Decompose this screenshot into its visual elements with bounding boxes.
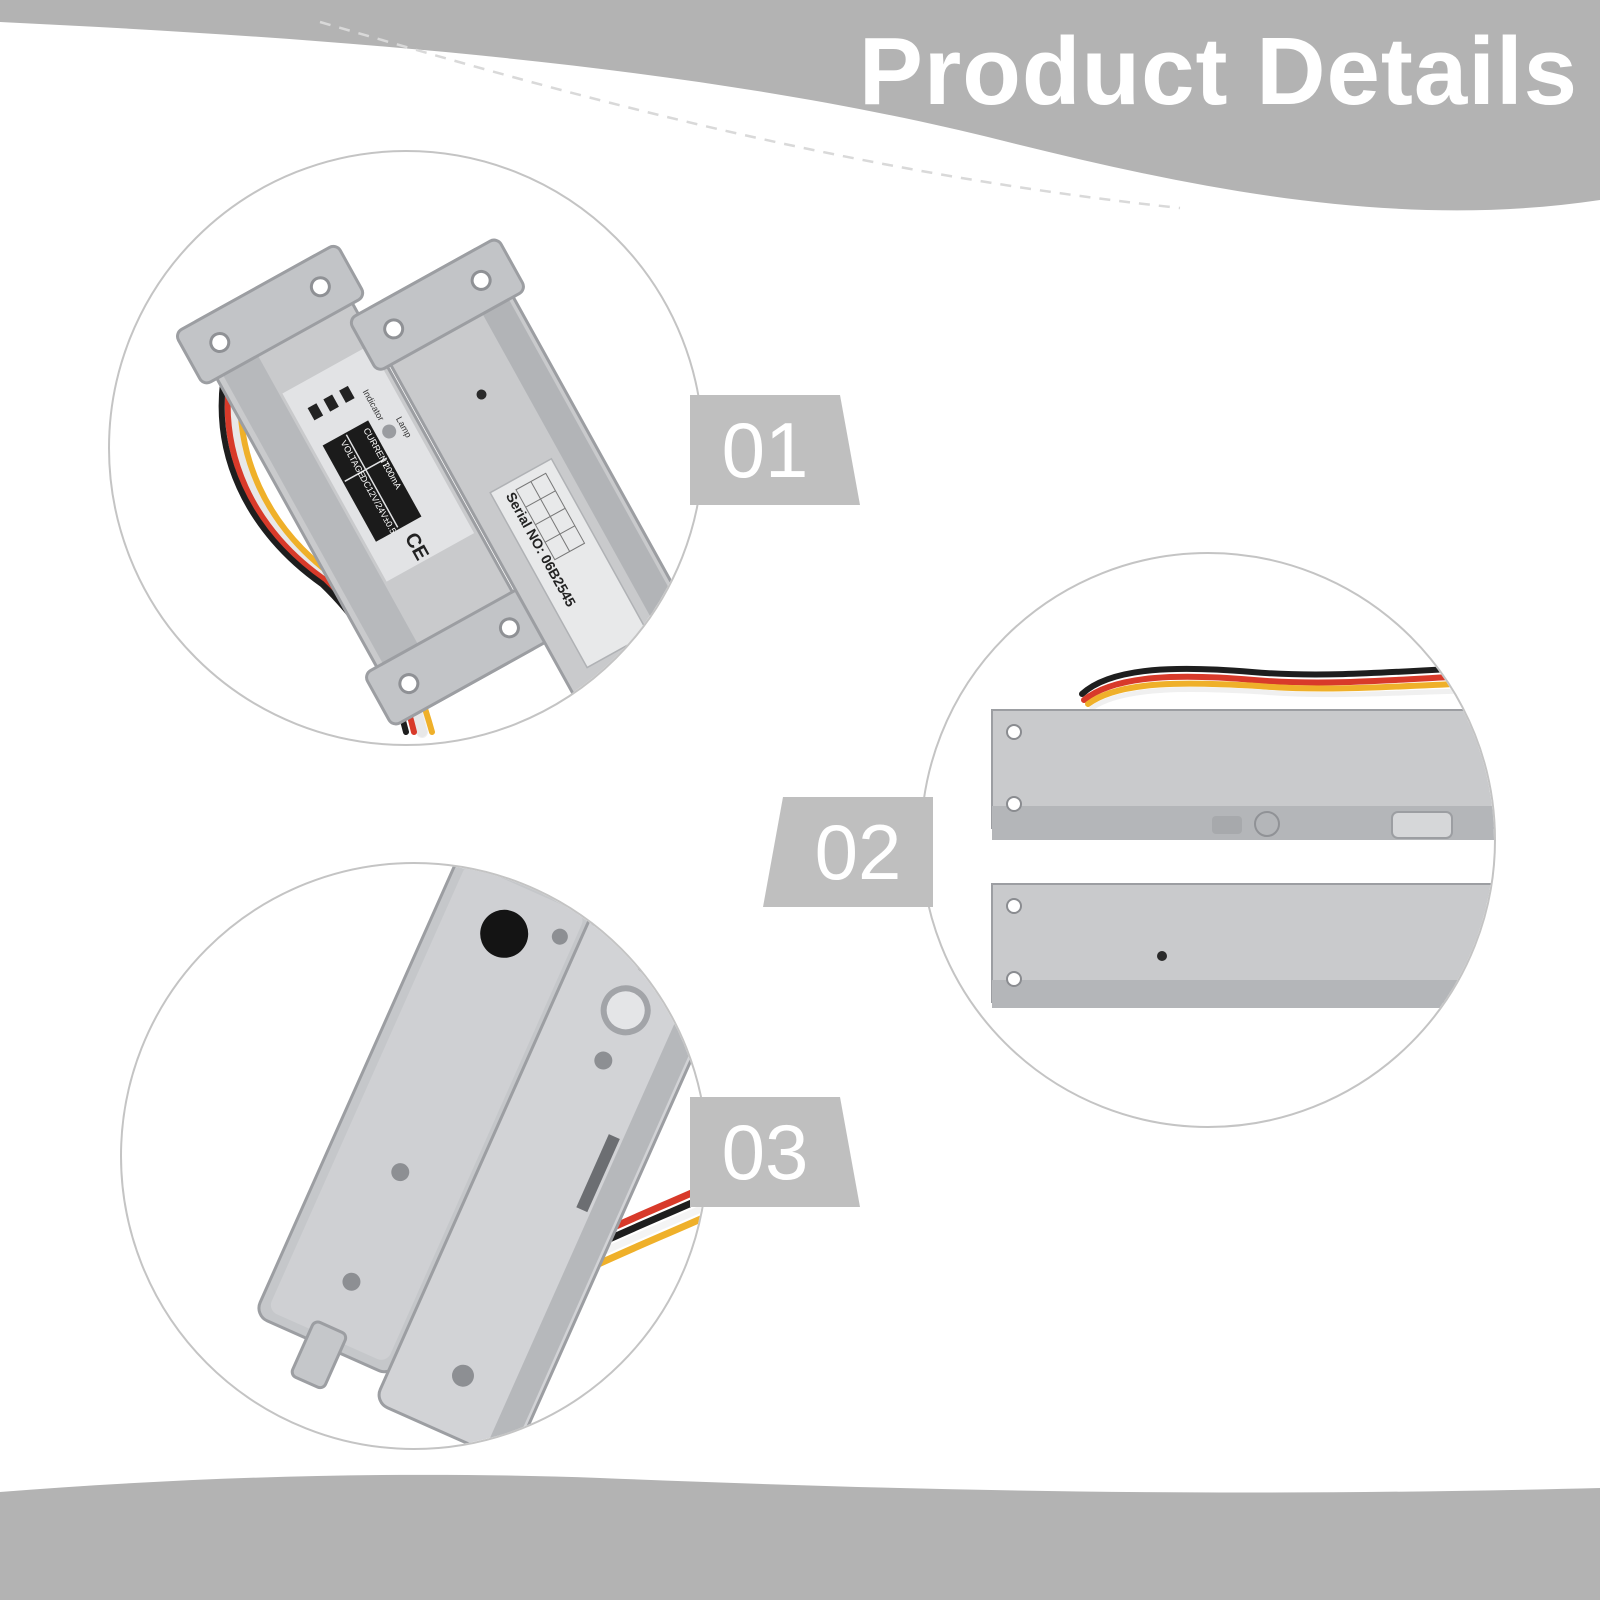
lock-bar-top [991, 709, 1494, 840]
top-banner-shape [0, 0, 1600, 211]
tag-shape [763, 797, 933, 907]
bottom-banner-shape [0, 1474, 1600, 1600]
detail-photo-03 [120, 862, 708, 1450]
strike-plate-right: Serial NO: 06B2545 [349, 238, 702, 722]
tag-shape [690, 1097, 860, 1207]
detail-number: 03 [721, 1108, 809, 1196]
lock-body-left: Indicator Lamp VOLTAGE CURRENT DC12V/24V… [176, 244, 554, 726]
page-title: Product Details [858, 18, 1578, 125]
top-banner-dashed-curve [319, 20, 1181, 210]
lock-angled-view-illustration [257, 864, 706, 1448]
detail-tag-02: 02 [763, 797, 933, 907]
serial-sticker [489, 457, 650, 669]
detail-tag-01: 01 [690, 395, 860, 505]
lock-side-view-illustration [991, 663, 1494, 1008]
tag-shape [690, 395, 860, 505]
lock-bolt [600, 985, 651, 1036]
lock-body-left [257, 864, 596, 1390]
bolt-hole [480, 909, 529, 958]
detail-photo-02 [920, 552, 1496, 1128]
detail-number: 01 [721, 406, 809, 494]
detail-tag-03: 03 [690, 1097, 860, 1207]
lamp-icon [382, 424, 397, 439]
lock-body-right [377, 893, 706, 1448]
lock-bar-bottom [991, 883, 1494, 1008]
wire-bundle [1079, 663, 1494, 711]
detail-number: 02 [814, 808, 902, 896]
lock-top-view-illustration: Indicator Lamp VOLTAGE CURRENT DC12V/24V… [176, 238, 702, 738]
detail-photo-01: Indicator Lamp VOLTAGE CURRENT DC12V/24V… [108, 150, 704, 746]
